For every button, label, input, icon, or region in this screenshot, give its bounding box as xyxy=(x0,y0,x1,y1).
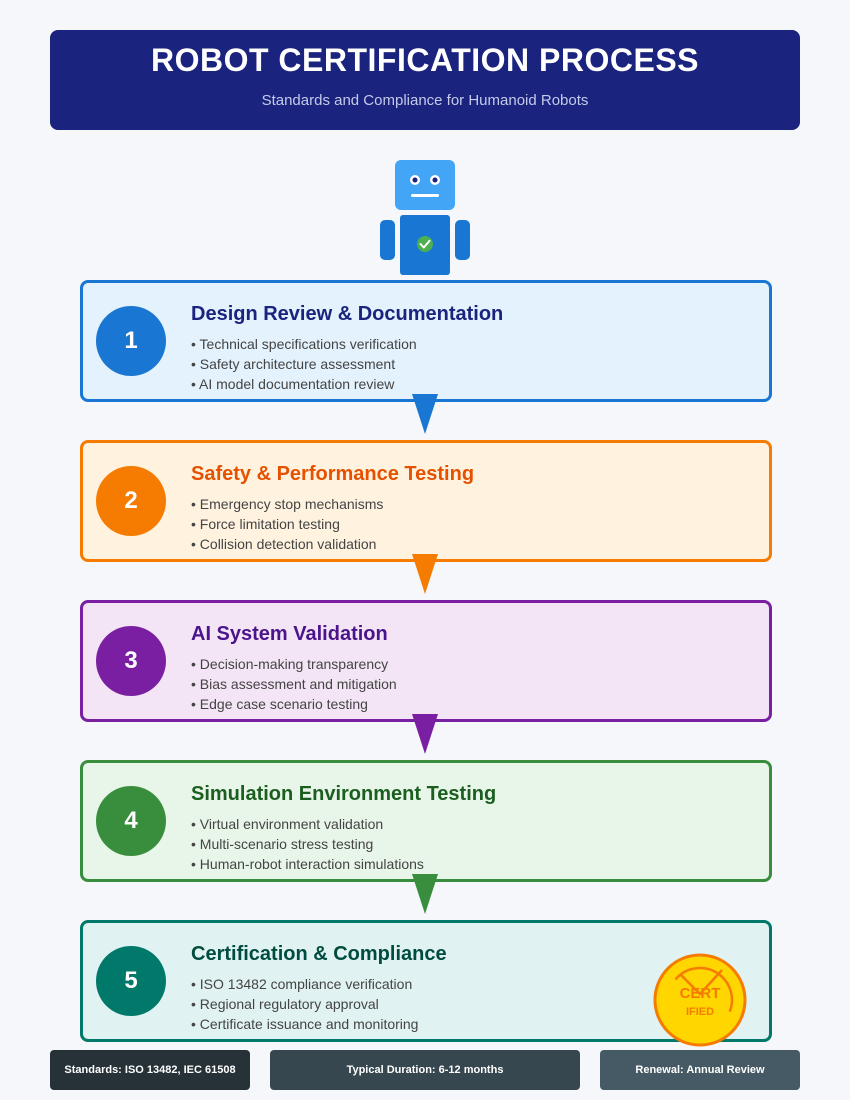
step-title: Certification & Compliance xyxy=(191,943,447,965)
step-title: Simulation Environment Testing xyxy=(191,783,497,805)
step-item-list: ISO 13482 compliance verificationRegiona… xyxy=(191,974,419,1034)
footer-duration: Typical Duration: 6-12 months xyxy=(270,1050,580,1090)
step-number-badge: 4 xyxy=(96,786,166,856)
step-card-5: 5 Certification & ComplianceISO 13482 com… xyxy=(80,920,772,1042)
step-item: Collision detection validation xyxy=(191,534,383,554)
stamp-text-top: CERT xyxy=(680,985,721,1002)
robot-right-arm xyxy=(455,220,470,260)
step-item: Technical specifications verification xyxy=(191,334,417,354)
step-title: Design Review & Documentation xyxy=(191,303,504,325)
step-item: Emergency stop mechanisms xyxy=(191,494,384,514)
flow-arrow-4 xyxy=(412,874,438,914)
flow-arrow-3 xyxy=(412,714,438,754)
step-item: Safety architecture assessment xyxy=(191,354,417,374)
step-item: AI model documentation review xyxy=(191,374,417,394)
step-card-2: 2 Safety & Performance TestingEmergency s… xyxy=(80,440,772,562)
footer-renewal: Renewal: Annual Review xyxy=(600,1050,800,1090)
step-card-4: 4 Simulation Environment TestingVirtual e… xyxy=(80,760,772,882)
step-card-3: 3 AI System ValidationDecision-making tra… xyxy=(80,600,772,722)
step-card-1: 1 Design Review & DocumentationTechnical … xyxy=(80,280,772,402)
step-item: Certificate issuance and monitoring xyxy=(191,1014,419,1034)
step-item: Bias assessment and mitigation xyxy=(191,674,397,694)
step-item: Virtual environment validation xyxy=(191,814,424,834)
step-title: Safety & Performance Testing xyxy=(191,463,475,485)
step-number-badge: 3 xyxy=(96,626,166,696)
step-item: Decision-making transparency xyxy=(191,654,397,674)
step-item-list: Virtual environment validationMulti-scen… xyxy=(191,814,424,874)
step-item-list: Technical specifications verificationSaf… xyxy=(191,334,417,394)
robot-icon xyxy=(380,160,470,275)
step-item-list: Emergency stop mechanismsForce limitatio… xyxy=(191,494,384,554)
step-item: Multi-scenario stress testing xyxy=(191,834,424,854)
header-banner: ROBOT CERTIFICATION PROCESS Standards an… xyxy=(50,30,800,130)
step-item: Edge case scenario testing xyxy=(191,694,397,714)
page-title: ROBOT CERTIFICATION PROCESS xyxy=(150,42,700,78)
stamp-text-bottom: IFIED xyxy=(686,1006,714,1018)
check-icon xyxy=(417,236,433,252)
step-item-list: Decision-making transparencyBias assessm… xyxy=(191,654,397,714)
robot-mouth xyxy=(411,194,439,197)
robot-left-arm xyxy=(380,220,395,260)
footer-standards: Standards: ISO 13482, IEC 61508 xyxy=(50,1050,250,1090)
step-title: AI System Validation xyxy=(191,623,388,645)
step-number-badge: 5 xyxy=(96,946,166,1016)
step-item: Force limitation testing xyxy=(191,514,383,534)
step-item: ISO 13482 compliance verification xyxy=(191,974,418,994)
flow-arrow-2 xyxy=(412,554,438,594)
flow-arrow-1 xyxy=(412,394,438,434)
robot-head xyxy=(395,160,455,210)
page-subtitle: Standards and Compliance for Humanoid Ro… xyxy=(261,92,589,109)
step-item: Regional regulatory approval xyxy=(191,994,418,1014)
step-item: Human-robot interaction simulations xyxy=(191,854,424,874)
step-number-badge: 1 xyxy=(96,306,166,376)
step-number-badge: 2 xyxy=(96,466,166,536)
certified-stamp: CERT IFIED xyxy=(653,953,747,1047)
